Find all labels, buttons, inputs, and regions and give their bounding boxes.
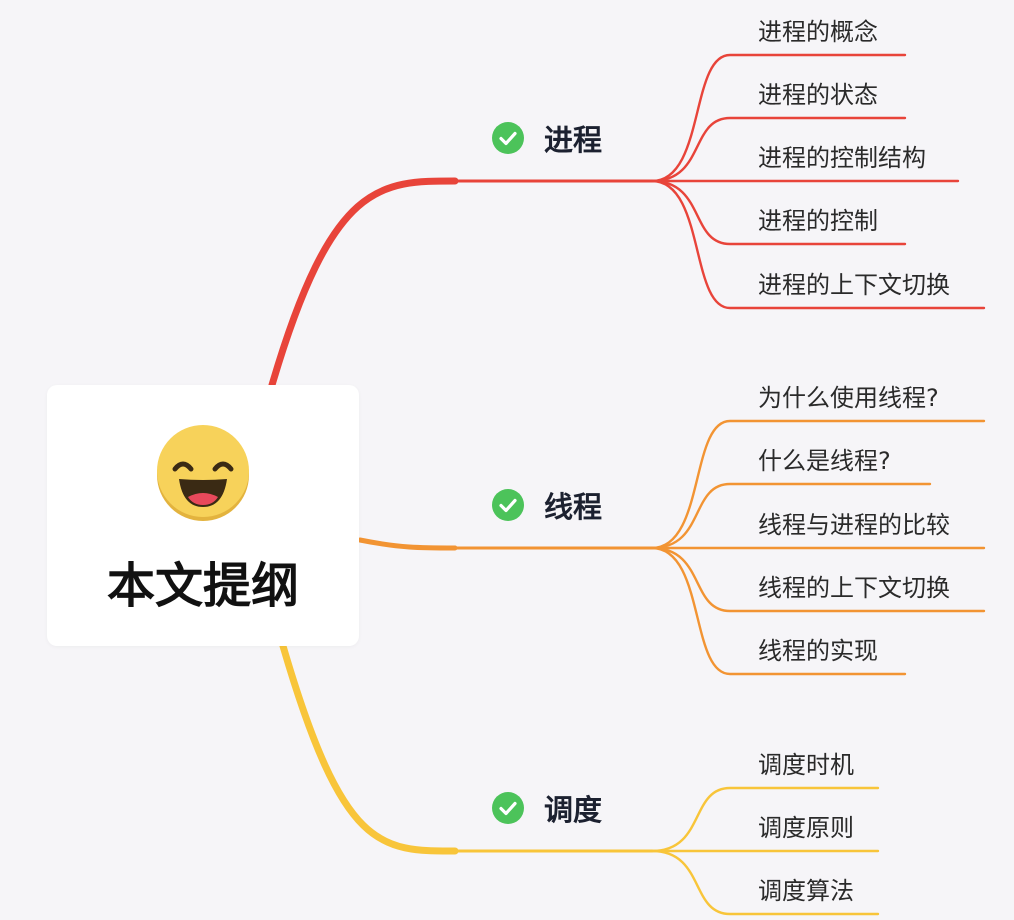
check-circle-icon <box>492 122 524 154</box>
leaf-connector-process-1 <box>650 116 907 183</box>
leaf-node[interactable]: 调度算法 <box>758 877 854 905</box>
leaf-connector-schedule-2 <box>650 849 880 916</box>
leaf-node[interactable]: 线程的实现 <box>758 637 878 665</box>
leaf-node[interactable]: 进程的状态 <box>758 81 878 109</box>
root-connector-process <box>268 177 459 389</box>
branch-node-schedule[interactable]: 调度 <box>492 788 602 828</box>
leaf-connector-thread-4 <box>650 546 907 676</box>
leaf-connector-thread-1 <box>650 482 932 550</box>
leaf-node[interactable]: 进程的上下文切换 <box>758 271 950 299</box>
branch-label: 进程 <box>544 123 603 157</box>
check-circle-icon <box>492 489 524 521</box>
branch-node-thread[interactable]: 线程 <box>492 485 602 525</box>
root-title: 本文提纲 <box>106 558 299 614</box>
leaf-connector-process-4 <box>650 179 986 310</box>
grinning-face-icon <box>157 425 249 521</box>
leaf-node[interactable]: 调度原则 <box>758 814 854 842</box>
leaf-node[interactable]: 进程的控制 <box>758 207 878 235</box>
check-circle-icon <box>492 792 524 824</box>
leaf-node[interactable]: 线程与进程的比较 <box>758 511 950 539</box>
leaf-node[interactable]: 为什么使用线程? <box>758 384 939 412</box>
leaf-node[interactable]: 进程的概念 <box>758 18 878 46</box>
leaf-node[interactable]: 进程的控制结构 <box>758 144 926 172</box>
leaf-connector-process-0 <box>650 53 907 183</box>
leaf-connector-schedule-0 <box>650 786 880 853</box>
leaf-node[interactable]: 线程的上下文切换 <box>758 574 950 602</box>
root-connector-thread <box>357 537 458 551</box>
leaf-connector-thread-3 <box>650 546 986 613</box>
leaf-connector-process-3 <box>650 179 907 246</box>
leaf-connector-thread-0 <box>650 419 986 550</box>
leaf-node[interactable]: 调度时机 <box>758 751 854 779</box>
branch-node-process[interactable]: 进程 <box>492 118 602 158</box>
leaf-node[interactable]: 什么是线程? <box>758 447 891 475</box>
branch-label: 调度 <box>544 793 603 827</box>
root-connector-schedule <box>279 642 459 855</box>
branch-label: 线程 <box>544 490 603 524</box>
